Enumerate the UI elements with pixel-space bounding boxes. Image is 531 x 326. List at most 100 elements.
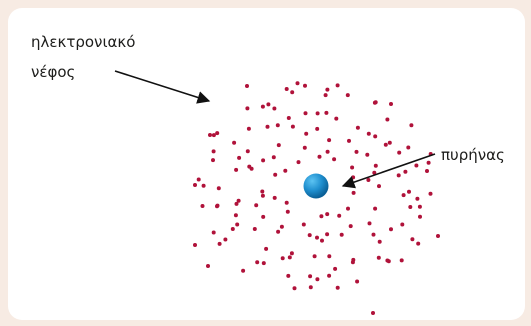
electron-dot bbox=[283, 168, 288, 173]
electron-dot bbox=[312, 254, 317, 259]
electron-dot bbox=[425, 169, 429, 173]
electron-dot bbox=[295, 81, 300, 86]
electron-dot bbox=[215, 131, 220, 136]
electron-dot bbox=[245, 106, 250, 111]
electron-dot bbox=[416, 241, 421, 246]
electron-dot bbox=[266, 102, 271, 107]
electron-dot bbox=[260, 193, 265, 198]
electron-dot bbox=[417, 204, 422, 209]
electron-dot bbox=[323, 93, 328, 98]
electron-dot bbox=[325, 87, 330, 92]
electron-dot bbox=[276, 143, 281, 148]
electron-dot bbox=[350, 165, 355, 170]
electron-dot bbox=[335, 285, 340, 290]
electron-dot bbox=[409, 123, 414, 128]
electron-dot bbox=[290, 124, 295, 129]
electron-dot bbox=[383, 142, 388, 147]
electron-dot bbox=[303, 111, 308, 116]
electron-dot bbox=[280, 256, 285, 261]
electron-dot bbox=[246, 126, 251, 131]
electron-dot bbox=[324, 110, 329, 115]
electron-dot bbox=[290, 90, 295, 95]
electron-dot bbox=[373, 100, 378, 105]
electron-dot bbox=[208, 133, 212, 137]
electron-dot bbox=[403, 169, 408, 174]
electron-dot bbox=[264, 246, 269, 251]
electron-dot bbox=[367, 221, 372, 226]
electron-dot bbox=[307, 233, 312, 238]
electron-dot bbox=[317, 154, 322, 159]
electron-dot bbox=[308, 274, 313, 279]
electron-dot bbox=[211, 158, 215, 163]
electron-dot bbox=[327, 254, 332, 259]
electron-dot bbox=[303, 83, 307, 88]
electron-dot bbox=[241, 268, 246, 273]
electron-cloud-label-line1: ηλεκτρονιακό bbox=[31, 33, 136, 51]
electron-dot bbox=[272, 195, 277, 200]
electron-dot bbox=[319, 214, 324, 219]
electron-dot bbox=[350, 260, 355, 265]
electron-cloud-arrow bbox=[114, 70, 211, 104]
electron-dot bbox=[284, 87, 289, 91]
electron-dot bbox=[389, 102, 393, 106]
electron-dot bbox=[373, 163, 378, 168]
electron-dot bbox=[386, 259, 391, 264]
electron-dot bbox=[339, 232, 344, 237]
electron-dot bbox=[428, 191, 433, 196]
electron-dot bbox=[397, 150, 402, 155]
electron-dot bbox=[385, 117, 390, 122]
electron-dot bbox=[389, 227, 393, 232]
electron-dot bbox=[355, 279, 360, 284]
electron-dot bbox=[366, 131, 371, 136]
electron-dot bbox=[371, 311, 375, 315]
electron-dot bbox=[308, 285, 313, 290]
electron-dot bbox=[206, 264, 210, 268]
electron-dot bbox=[200, 204, 205, 208]
electron-dot bbox=[273, 172, 278, 177]
electron-dot bbox=[426, 160, 431, 165]
electron-dot bbox=[237, 155, 242, 160]
nucleus-label: πυρήνας bbox=[441, 146, 505, 164]
electron-dot bbox=[372, 170, 377, 175]
electron-dot bbox=[346, 206, 350, 211]
electron-dot bbox=[371, 232, 376, 237]
electron-dot bbox=[400, 222, 405, 227]
electron-dot bbox=[348, 224, 353, 229]
electron-dot bbox=[334, 116, 339, 121]
electron-dot bbox=[292, 286, 297, 291]
electron-dot bbox=[302, 145, 307, 150]
electron-dot bbox=[415, 196, 420, 201]
electron-dot bbox=[279, 224, 284, 229]
electron-dot bbox=[325, 232, 330, 237]
electron-dot bbox=[436, 234, 440, 238]
electron-dot bbox=[337, 213, 342, 218]
electron-dot bbox=[377, 184, 381, 189]
electron-dot bbox=[217, 241, 222, 246]
electron-dot bbox=[261, 158, 266, 163]
electron-cloud-label-line2: νέφος bbox=[31, 63, 76, 81]
electron-dot bbox=[245, 84, 249, 88]
electron-dot bbox=[232, 140, 237, 145]
electron-dot bbox=[401, 193, 406, 198]
electron-dot bbox=[410, 237, 415, 242]
electron-dot bbox=[245, 149, 250, 154]
electron-dot bbox=[211, 149, 216, 154]
electron-dot bbox=[216, 186, 221, 191]
electron-dot bbox=[325, 149, 330, 154]
electron-dot bbox=[315, 126, 320, 131]
electron-dot bbox=[215, 204, 219, 209]
electron-dot bbox=[284, 200, 289, 205]
electron-dot bbox=[315, 277, 320, 282]
diagram-panel bbox=[8, 8, 525, 320]
electron-dot bbox=[406, 145, 411, 150]
electron-dot bbox=[366, 178, 371, 182]
electron-dot bbox=[252, 227, 257, 231]
electron-dot bbox=[286, 273, 291, 278]
electron-dot bbox=[373, 206, 378, 211]
electron-dot bbox=[254, 203, 259, 208]
electron-dot bbox=[351, 175, 356, 180]
electron-dot bbox=[376, 255, 381, 260]
electron-dot bbox=[271, 155, 276, 160]
electron-dot bbox=[193, 183, 197, 187]
electron-dot bbox=[234, 167, 239, 172]
